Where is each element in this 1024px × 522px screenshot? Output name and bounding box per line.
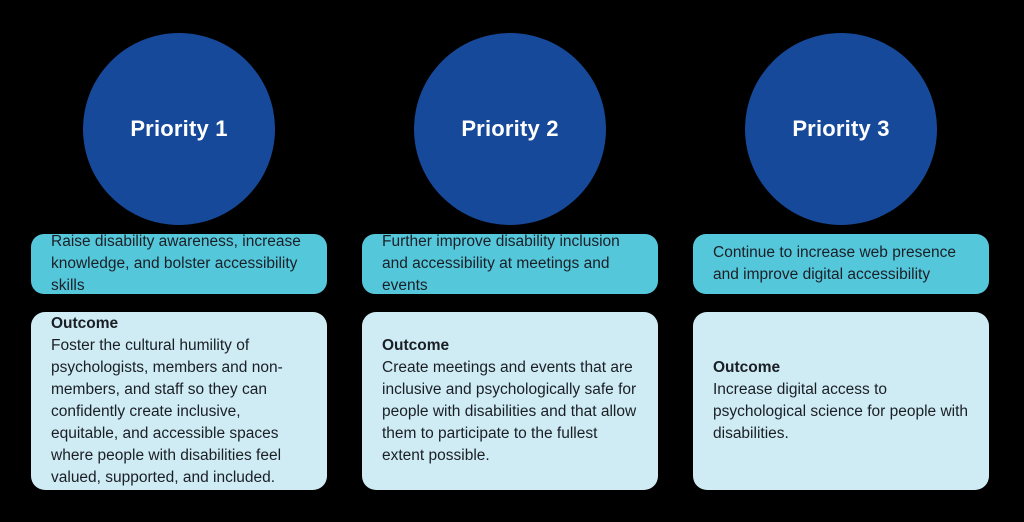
priority-1-summary-card: Raise disability awareness, increase kno… (31, 233, 327, 294)
priority-3-outcome-text: Increase digital access to psychological… (713, 381, 969, 442)
priority-1-label: Priority 1 (130, 116, 228, 141)
priority-2-outcome-card: Outcome Create meetings and events that … (362, 312, 658, 490)
priority-2-label: Priority 2 (461, 116, 559, 141)
priority-1-outcome-card: Outcome Foster the cultural humility of … (31, 312, 327, 490)
priority-2-summary-card: Further improve disability inclusion and… (362, 233, 658, 294)
priority-1-outcome-text: Foster the cultural humility of psycholo… (51, 337, 283, 486)
priority-3-label: Priority 3 (792, 116, 890, 141)
priority-3-outcome-label: Outcome (713, 359, 781, 376)
priority-1-column: Priority 1 Raise disability awareness, i… (31, 0, 327, 522)
priority-3-circle: Priority 3 (745, 33, 937, 225)
priority-3-summary-text: Continue to increase web presence and im… (713, 244, 956, 283)
priority-1-circle: Priority 1 (83, 33, 275, 225)
priority-1-summary-text: Raise disability awareness, increase kno… (51, 233, 301, 294)
priority-1-outcome-label: Outcome (51, 315, 119, 332)
priority-2-summary-text: Further improve disability inclusion and… (382, 233, 620, 294)
priority-2-circle: Priority 2 (414, 33, 606, 225)
priority-3-column: Priority 3 Continue to increase web pres… (693, 0, 989, 522)
priority-3-outcome-card: Outcome Increase digital access to psych… (693, 312, 989, 490)
priority-2-outcome-text: Create meetings and events that are incl… (382, 359, 637, 464)
priority-2-column: Priority 2 Further improve disability in… (362, 0, 658, 522)
priority-2-outcome-label: Outcome (382, 337, 450, 354)
priority-3-summary-card: Continue to increase web presence and im… (693, 234, 989, 294)
